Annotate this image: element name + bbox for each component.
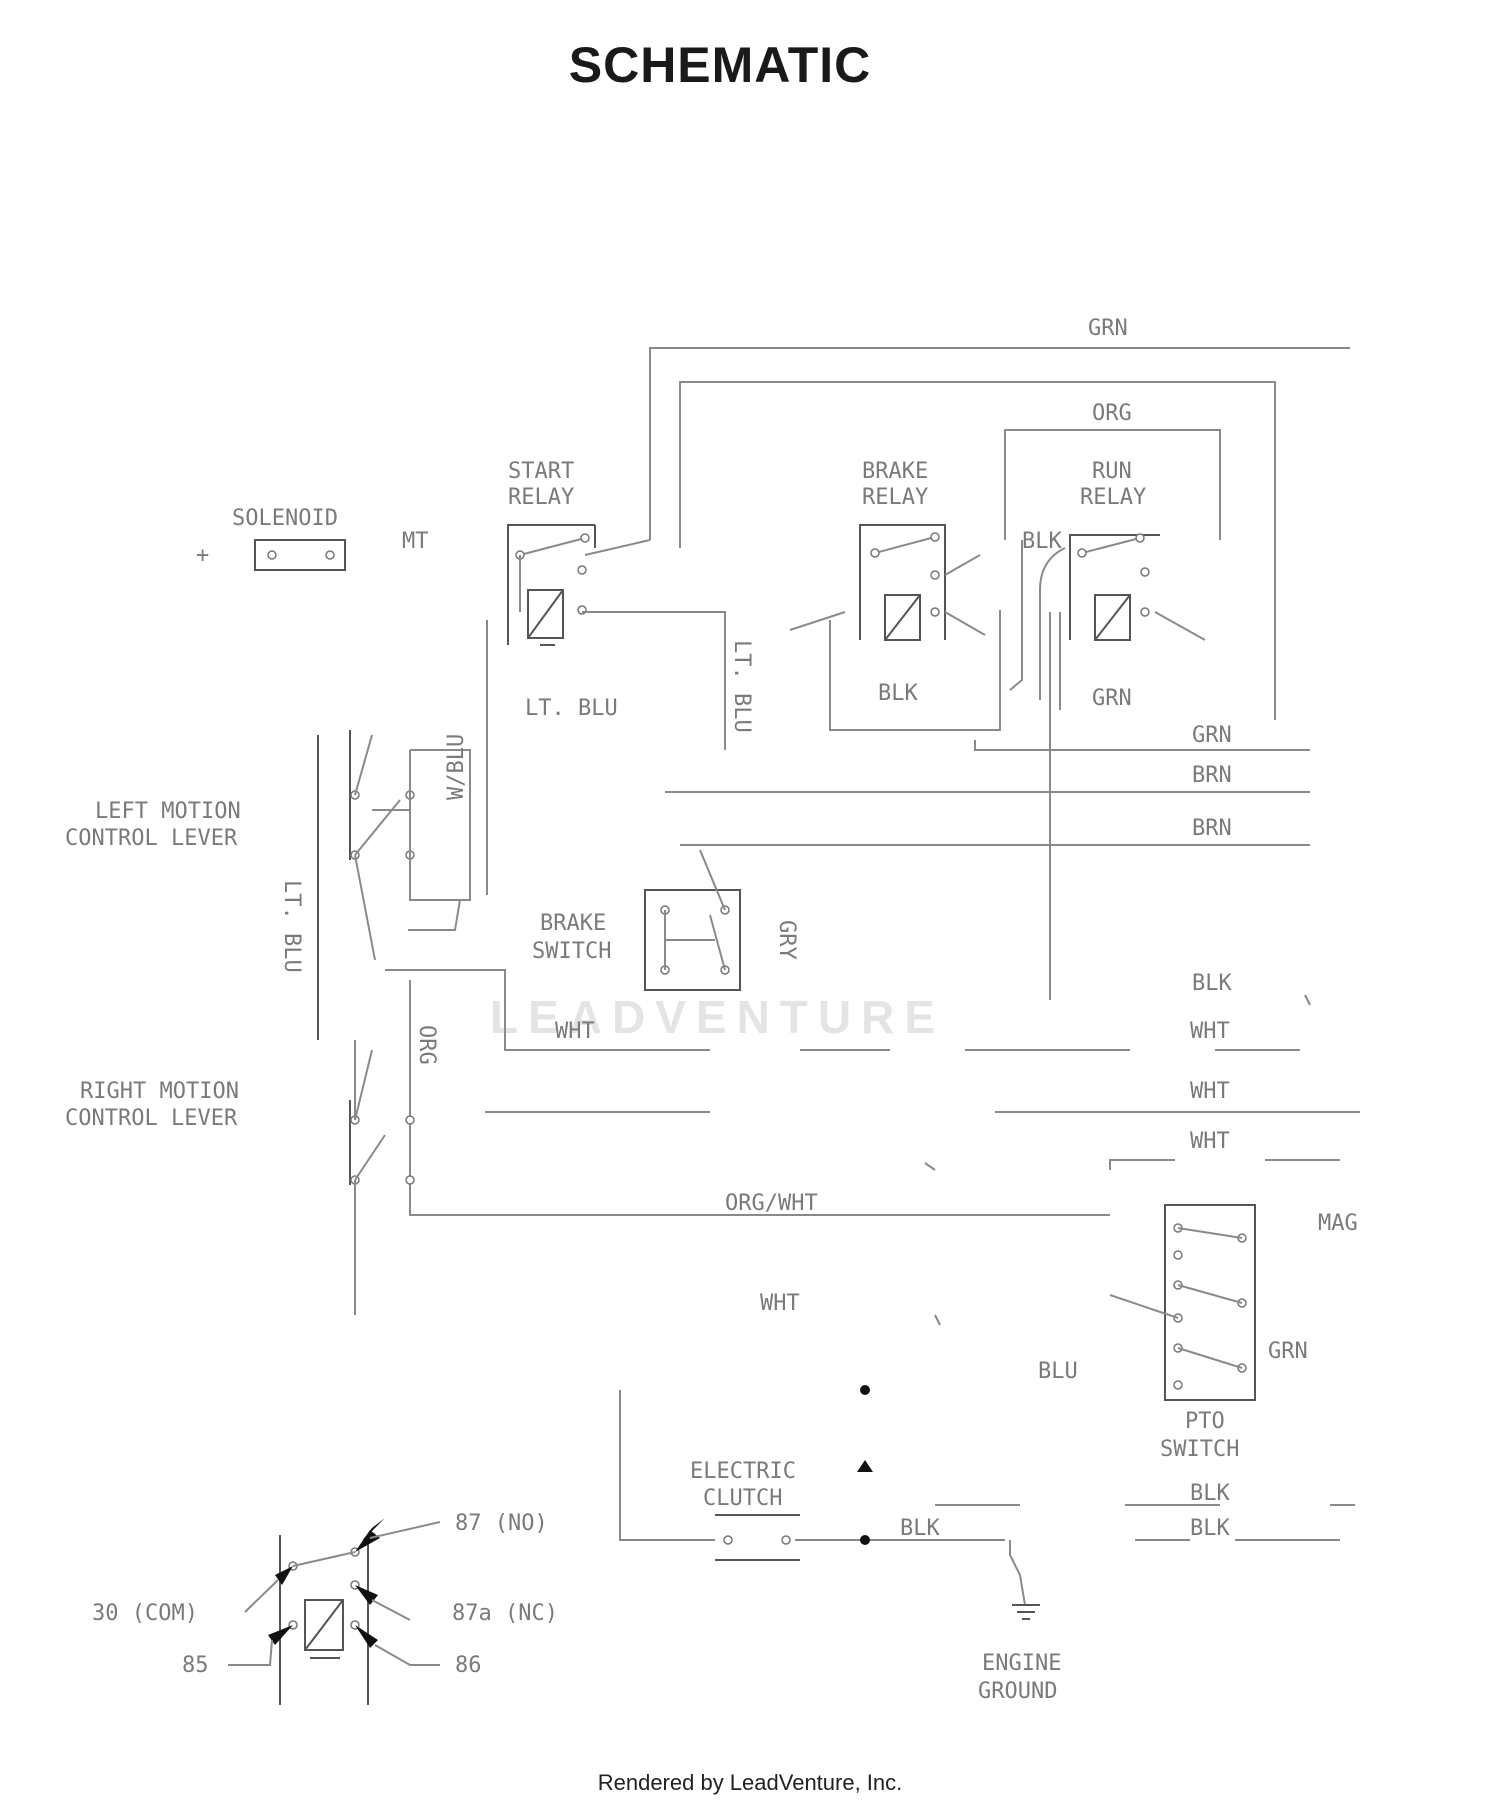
wire-blk-run	[1009, 540, 1023, 691]
label-brn-1: BRN	[1192, 763, 1232, 788]
label-org-wht: ORG/WHT	[725, 1191, 818, 1216]
label-w-blu: W/BLU	[444, 734, 469, 800]
label-brake-relay-1: BRAKE	[862, 459, 928, 484]
label-run-relay-2: RELAY	[1080, 485, 1146, 510]
label-engine-ground-1: ENGINE	[982, 1651, 1061, 1676]
label-brake-relay-2: RELAY	[862, 485, 928, 510]
label-right-lever-1: RIGHT MOTION	[80, 1079, 239, 1104]
label-org-top: ORG	[1092, 401, 1132, 426]
label-blk-run: BLK	[1022, 529, 1062, 554]
label-mag: MAG	[1318, 1211, 1358, 1236]
label-right-lever-2: CONTROL LEVER	[65, 1106, 238, 1131]
brake-switch-body	[644, 889, 741, 991]
label-grn-right: GRN	[1192, 723, 1232, 748]
label-solenoid-plus: +	[196, 543, 209, 568]
label-wht-5: WHT	[760, 1291, 800, 1316]
label-solenoid-mt: MT	[402, 529, 429, 554]
wire-w-blu	[409, 749, 471, 901]
page-title: SCHEMATIC	[568, 37, 872, 93]
label-gry: GRY	[774, 920, 799, 960]
label-org-v: ORG	[414, 1025, 439, 1065]
wire-clutch-loop	[619, 1390, 715, 1541]
label-pin-85: 85	[182, 1653, 209, 1678]
label-lt-blu-v: LT. BLU	[729, 640, 754, 733]
label-blk-right: BLK	[1192, 971, 1232, 996]
label-wht-4: WHT	[1190, 1129, 1230, 1154]
watermark-text: LEADVENTURE	[490, 991, 946, 1043]
label-engine-ground-2: GROUND	[978, 1679, 1057, 1704]
label-grn-run: GRN	[1092, 686, 1132, 711]
label-electric-clutch-2: CLUTCH	[703, 1486, 782, 1511]
label-start-relay-1: START	[508, 459, 574, 484]
label-blk-bot2: BLK	[1190, 1516, 1230, 1541]
label-lt-blu-h: LT. BLU	[525, 696, 618, 721]
label-run-relay-1: RUN	[1092, 459, 1132, 484]
pto-switch-body	[1164, 1204, 1256, 1401]
label-brake-switch-2: SWITCH	[532, 939, 611, 964]
wire-grn-right	[974, 740, 1310, 751]
label-wht-2: WHT	[1190, 1019, 1230, 1044]
wire-org-top	[1004, 429, 1221, 540]
label-lt-blu-left: LT. BLU	[279, 880, 304, 973]
label-pto-switch-1: PTO	[1185, 1409, 1225, 1434]
label-grn-pto: GRN	[1268, 1339, 1308, 1364]
wire-blk-brake	[829, 610, 1001, 731]
label-blk-bot1: BLK	[1190, 1481, 1230, 1506]
solenoid-body	[254, 539, 346, 571]
wire-lt-blu-h	[582, 611, 726, 750]
label-pto-switch-2: SWITCH	[1160, 1437, 1239, 1462]
label-brake-switch-1: BRAKE	[540, 911, 606, 936]
label-blk-brake: BLK	[878, 681, 918, 706]
wire-grn-loop	[679, 381, 1276, 720]
label-grn-top: GRN	[1088, 316, 1128, 341]
junction-dot	[860, 1535, 870, 1545]
label-solenoid: SOLENOID	[232, 506, 338, 531]
label-wht-1: WHT	[555, 1019, 595, 1044]
label-start-relay-2: RELAY	[508, 485, 574, 510]
label-blu: BLU	[1038, 1359, 1078, 1384]
wire-org-v	[409, 980, 1110, 1216]
label-brn-2: BRN	[1192, 816, 1232, 841]
schematic-diagram: GRN ORG SOLENOID + MT START RELAY LT. BL…	[65, 316, 1360, 1705]
label-pin-86: 86	[455, 1653, 482, 1678]
label-pin-87a: 87a (NC)	[452, 1601, 558, 1626]
label-left-lever-2: CONTROL LEVER	[65, 826, 238, 851]
wire-wht-4	[1109, 1159, 1340, 1170]
label-wht-3: WHT	[1190, 1079, 1230, 1104]
footer-credit: Rendered by LeadVenture, Inc.	[597, 1770, 903, 1795]
label-left-lever-1: LEFT MOTION	[95, 799, 241, 824]
label-blk-clutch: BLK	[900, 1516, 940, 1541]
label-pin-30: 30 (COM)	[92, 1601, 198, 1626]
wire-grn-top	[649, 347, 1350, 540]
label-electric-clutch-1: ELECTRIC	[690, 1459, 796, 1484]
label-pin-87: 87 (NO)	[455, 1511, 548, 1536]
